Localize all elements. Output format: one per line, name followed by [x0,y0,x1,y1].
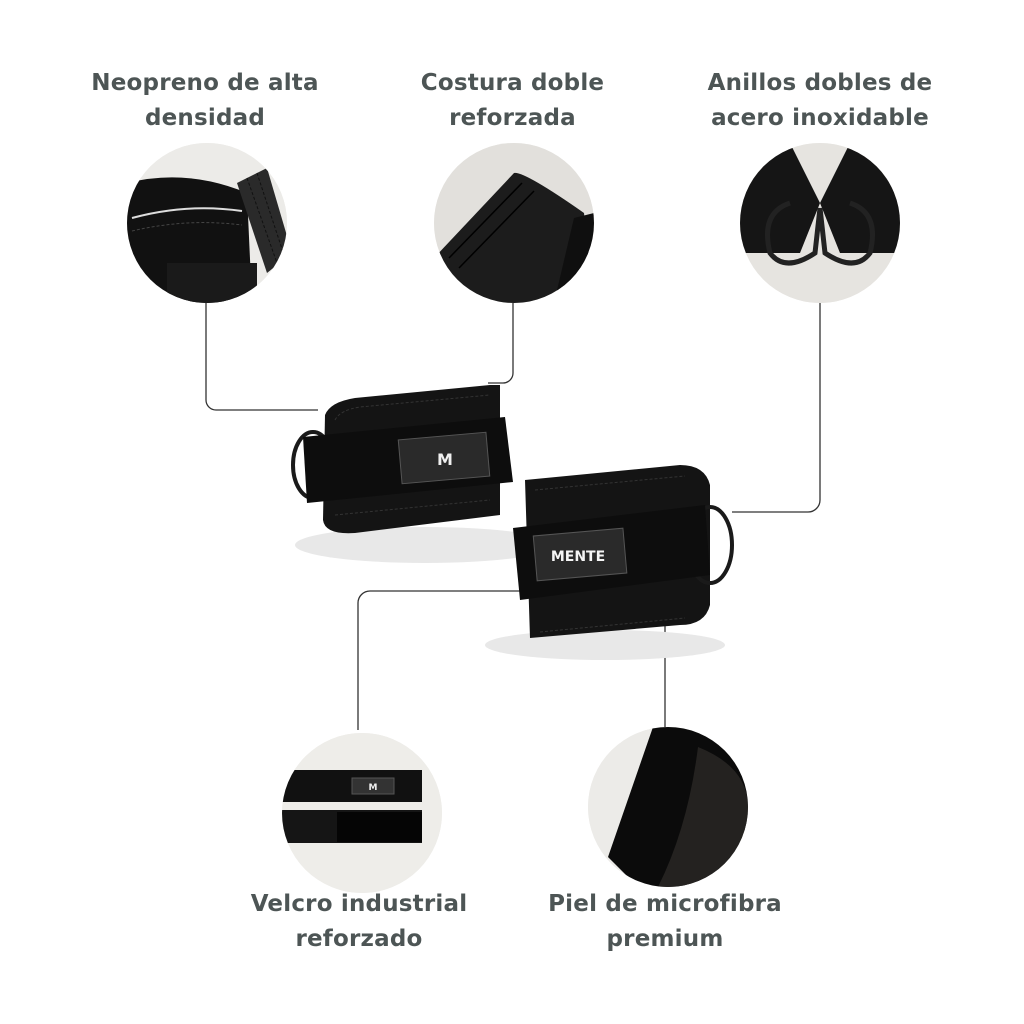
feature-label-leather: Piel de microfibra premium [530,887,800,957]
feature-label-stitching: Costura doble reforzada [390,66,635,136]
detail-photo-velcro: M [282,733,442,893]
detail-photo-rings [740,143,900,303]
label-line: Anillos dobles de [707,70,933,96]
strap-brand-label: MENTE [551,549,605,565]
product-image: M MENTE [285,370,745,670]
label-line: densidad [144,105,266,131]
label-line: Neopreno de alta [91,70,319,96]
label-line: premium [606,926,724,952]
svg-text:M: M [369,783,378,793]
feature-label-rings: Anillos dobles de acero inoxidable [685,66,955,136]
label-line: reforzado [295,926,423,952]
label-line: reforzada [449,105,576,131]
label-line: Piel de microfibra [548,891,782,917]
detail-photo-leather [588,727,748,887]
feature-label-neoprene: Neopreno de alta densidad [70,66,340,136]
feature-label-velcro: Velcro industrial reforzado [230,887,488,957]
detail-photo-stitching [434,143,594,303]
label-line: acero inoxidable [711,105,929,131]
detail-photo-neoprene [127,143,287,303]
label-line: Velcro industrial [250,891,468,917]
label-line: Costura doble [420,70,605,96]
strap-logo-m: M [437,450,453,469]
